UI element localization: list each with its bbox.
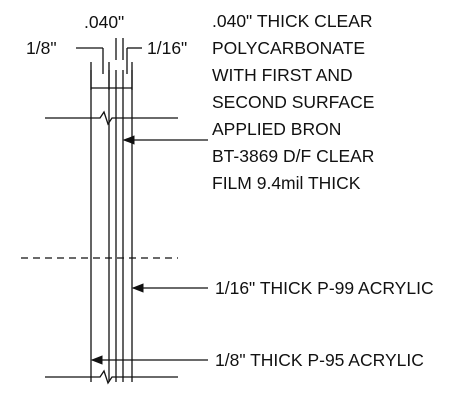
dim-label-1-8: 1/8" <box>26 38 57 58</box>
callout-line-2: POLYCARBONATE <box>212 38 365 58</box>
callout-line-7: FILM 9.4mil THICK <box>212 173 361 193</box>
dim-label-1-16: 1/16" <box>147 38 187 58</box>
dim-label-040: .040" <box>84 12 124 32</box>
callout-polycarbonate: .040" THICK CLEAR POLYCARBONATE WITH FIR… <box>212 11 374 193</box>
callout-line-5: APPLIED BRON <box>212 119 341 139</box>
callout-line-3: WITH FIRST AND <box>212 65 353 85</box>
callout-line-1: .040" THICK CLEAR <box>212 11 373 31</box>
top-break-line <box>45 110 178 126</box>
callout-line-4: SECOND SURFACE <box>212 92 374 112</box>
callout-p95-acrylic: 1/8" THICK P-95 ACRYLIC <box>215 350 424 370</box>
callout-line-6: BT-3869 D/F CLEAR <box>212 146 374 166</box>
callout-p99-acrylic: 1/16" THICK P-99 ACRYLIC <box>215 278 434 298</box>
bottom-break-line <box>45 369 178 385</box>
